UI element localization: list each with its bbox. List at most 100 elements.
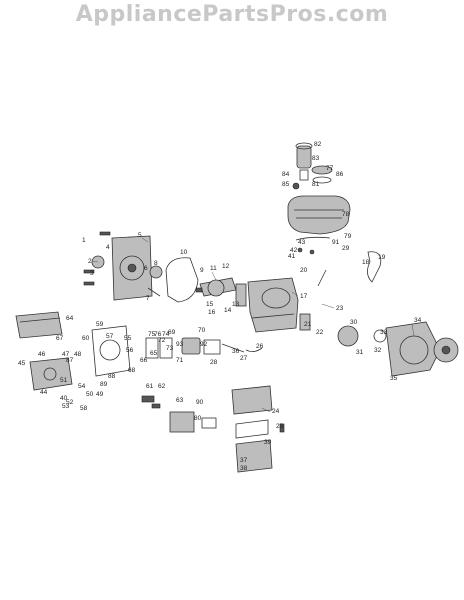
callout-21: 21: [304, 321, 312, 328]
callout-44: 44: [40, 389, 48, 396]
callout-84: 84: [282, 171, 290, 178]
callout-91: 91: [332, 239, 340, 246]
callout-41: 41: [288, 253, 296, 260]
callout-70: 70: [198, 327, 206, 334]
callout-55: 55: [124, 335, 132, 342]
fuel-line: [295, 236, 331, 255]
callout-27: 27: [240, 355, 248, 362]
callout-35: 35: [390, 375, 398, 382]
callout-88: 88: [108, 373, 116, 380]
callout-30: 30: [350, 319, 358, 326]
callout-54: 54: [78, 383, 86, 390]
callout-67: 67: [56, 335, 64, 342]
callout-34: 34: [414, 317, 422, 324]
callout-90: 90: [196, 399, 204, 406]
callout-18: 18: [362, 259, 370, 266]
callout-50: 50: [86, 391, 94, 398]
callout-71: 71: [176, 357, 184, 364]
callout-33: 33: [380, 329, 388, 336]
callout-60: 60: [82, 335, 90, 342]
callout-19: 19: [378, 254, 386, 261]
callout-23: 23: [336, 305, 344, 312]
callout-14: 14: [224, 307, 232, 314]
callout-6: 6: [144, 265, 148, 272]
carburetor: [169, 411, 217, 433]
valves-and-springs: [145, 337, 263, 359]
callout-5: 5: [138, 232, 142, 239]
ignition-coil: [299, 269, 327, 331]
callout-79: 79: [344, 233, 352, 240]
callout-57: 57: [106, 333, 114, 340]
callout-40: 40: [60, 395, 68, 402]
callout-13: 13: [232, 301, 240, 308]
callout-73: 73: [166, 345, 174, 352]
callout-65: 65: [150, 350, 158, 357]
callout-32: 32: [374, 347, 382, 354]
callout-24: 24: [272, 408, 280, 415]
callout-83: 83: [312, 155, 320, 162]
callout-3: 3: [90, 270, 94, 277]
callout-28: 28: [210, 359, 218, 366]
callout-87: 87: [66, 357, 74, 364]
callout-31: 31: [356, 349, 364, 356]
head-gasket: [91, 325, 131, 377]
callout-59: 59: [96, 321, 104, 328]
piston-assembly: [181, 337, 245, 355]
callout-81: 81: [312, 181, 320, 188]
callout-42: 42: [290, 247, 298, 254]
engine-block: [247, 277, 299, 333]
callout-11: 11: [210, 265, 217, 272]
callout-72: 72: [158, 337, 166, 344]
callout-77: 77: [326, 165, 334, 172]
callout-47: 47: [62, 351, 70, 358]
governor-gear: [147, 265, 163, 297]
fuel-filter-parts: [292, 165, 333, 190]
callout-26: 26: [256, 343, 264, 350]
crankcase-cover: [111, 235, 153, 301]
callout-51: 51: [60, 377, 68, 384]
callout-48: 48: [74, 351, 82, 358]
callout-85: 85: [282, 181, 290, 188]
callout-49: 49: [96, 391, 104, 398]
callout-74: 74: [162, 331, 170, 338]
callout-46: 46: [38, 351, 46, 358]
callout-62: 62: [158, 383, 166, 390]
air-cleaner: [231, 385, 273, 473]
callout-12: 12: [222, 263, 230, 270]
callout-69: 69: [168, 329, 176, 336]
callout-39: 39: [264, 439, 272, 446]
callout-45: 45: [18, 360, 26, 367]
callout-17: 17: [300, 293, 308, 300]
muffler-guard: [367, 251, 382, 283]
callout-43: 43: [298, 239, 306, 246]
callout-82: 82: [314, 141, 322, 148]
callout-1: 1: [82, 237, 86, 244]
callout-2: 2: [88, 258, 92, 265]
leader-lines: [91, 237, 415, 413]
callout-15: 15: [206, 301, 214, 308]
recoil-starter: [433, 337, 459, 363]
callout-75: 75: [148, 331, 156, 338]
misc-small-parts: [141, 395, 285, 433]
callout-92: 92: [200, 341, 208, 348]
cylinder-head: [29, 357, 73, 391]
callout-89: 89: [100, 381, 108, 388]
fuel-tank: [287, 195, 351, 235]
callout-56: 56: [126, 347, 134, 354]
callout-80: 80: [194, 415, 202, 422]
callout-37: 37: [240, 457, 248, 464]
crankcase-gasket: [165, 257, 199, 303]
rocker-cover: [15, 311, 63, 339]
callout-25: 25: [276, 423, 284, 430]
callout-63: 63: [176, 397, 184, 404]
callout-38: 38: [240, 465, 248, 472]
callout-76: 76: [154, 331, 162, 338]
callout-68: 68: [128, 367, 136, 374]
callout-78: 78: [342, 211, 350, 218]
flywheel: [337, 325, 387, 347]
crankshaft: [195, 277, 237, 297]
callout-29: 29: [342, 245, 350, 252]
callout-16: 16: [208, 309, 216, 316]
callout-10: 10: [180, 249, 188, 256]
